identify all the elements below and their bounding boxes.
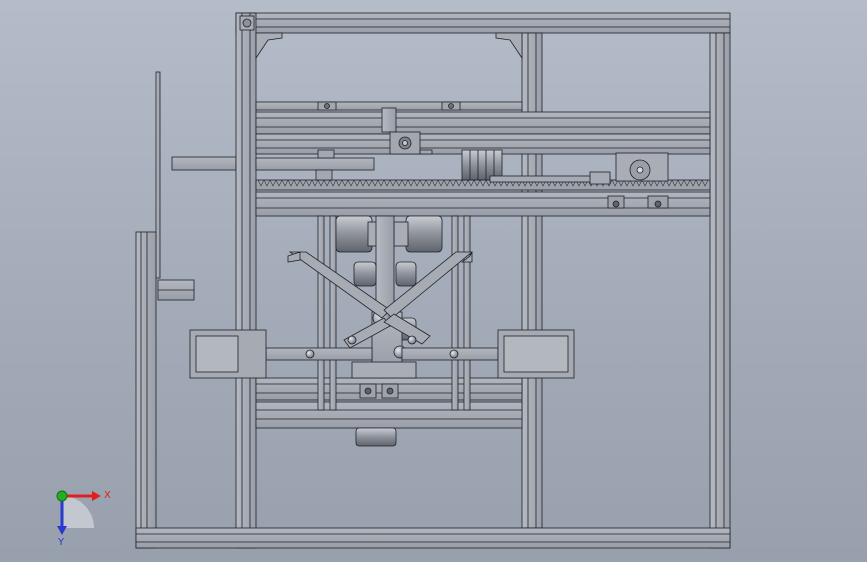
left-plate — [135, 71, 237, 549]
sprocket-icon — [629, 159, 651, 181]
vertical-guides — [317, 215, 471, 411]
central-column — [351, 215, 417, 447]
gear-rack — [255, 179, 711, 191]
linkage-arms — [287, 251, 474, 349]
end-pad-left — [189, 329, 267, 379]
bearing-blocks — [315, 101, 461, 181]
pulley-assembly — [461, 149, 669, 185]
coordinate-triad-icon: X Y — [56, 490, 111, 548]
rail-rollers — [607, 195, 669, 209]
motor-right — [393, 215, 443, 253]
machine-assembly — [135, 12, 731, 549]
bottom-bearings — [359, 383, 399, 399]
x-axis-label: X — [104, 490, 111, 501]
end-pad-right — [497, 329, 575, 379]
outer-frame — [135, 12, 731, 549]
push-rod-right — [401, 347, 499, 361]
y-axis-label: Y — [57, 537, 65, 548]
push-rod-left — [265, 347, 373, 361]
